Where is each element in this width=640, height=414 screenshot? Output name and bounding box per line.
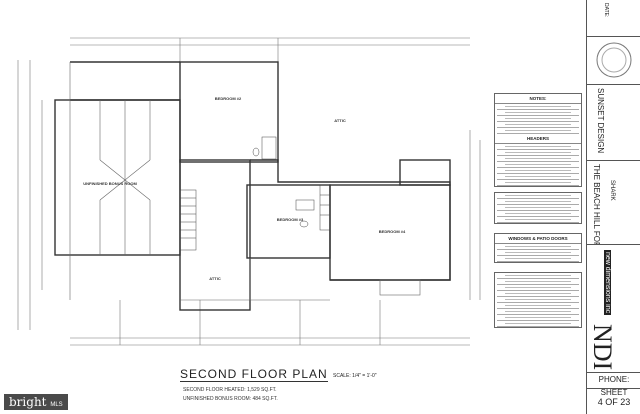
sheet-number: 4 OF 23 <box>597 396 631 407</box>
room-label-bonus-room: UNFINISHED BONUS ROOM <box>83 181 137 186</box>
roof-lines <box>69 62 421 301</box>
date-cell: DATE: <box>587 0 640 37</box>
architect-seal-icon <box>596 42 632 78</box>
company-logo: NDI <box>588 324 617 371</box>
notes-box: NOTES: HEADERS <box>494 93 582 187</box>
sheet-label: SHEET <box>600 388 628 397</box>
heated-area: SECOND FLOOR HEATED: 1,529 SQ.FT. <box>183 387 277 393</box>
insulation-box <box>494 272 582 328</box>
floor-plan-drawing: BEDROOM #2 BEDROOM #3 BEDROOM #4 UNFINIS… <box>17 37 481 346</box>
phone-cell: PHONE: <box>587 372 640 389</box>
watermark-logo: bright MLS <box>4 394 68 410</box>
windows-heading: WINDOWS & PATIO DOORS <box>495 234 581 244</box>
phone-label: PHONE: <box>598 375 630 384</box>
headers-heading: HEADERS <box>495 134 581 144</box>
dimension-lines <box>17 37 481 346</box>
project-cell: THE BEACH HILL FOR: SHARK <box>587 160 640 245</box>
room-label-bedroom-4: BEDROOM #4 <box>379 229 406 234</box>
designer-name: SUNSET DESIGN <box>596 88 605 154</box>
windows-box: WINDOWS & PATIO DOORS <box>494 233 582 263</box>
designer-cell: SUNSET DESIGN <box>587 84 640 161</box>
bathroom-fixtures <box>252 136 315 228</box>
date-label: DATE: <box>603 3 609 18</box>
seal-cell <box>587 36 640 85</box>
client-name: SHARK <box>609 180 615 201</box>
room-label-attic: ATTIC <box>334 118 346 123</box>
project-title: THE BEACH HILL FOR: <box>592 164 601 245</box>
sheet-cell: SHEET 4 OF 23 <box>587 388 640 414</box>
framing-notes-box <box>494 192 582 224</box>
company-cell: NDI new dimensions inc <box>587 244 640 373</box>
bonus-area: UNFINISHED BONUS ROOM: 484 SQ.FT. <box>183 396 278 402</box>
room-label-attic: ATTIC <box>209 276 221 281</box>
room-label-bedroom-2: BEDROOM #2 <box>215 96 242 101</box>
notes-heading: NOTES: <box>495 94 581 104</box>
watermark-brand: bright <box>9 395 47 409</box>
watermark-suffix: MLS <box>50 402 63 408</box>
drawing-title: SECOND FLOOR PLAN <box>180 367 328 382</box>
walls <box>54 61 451 311</box>
title-block: DATE: SUNSET DESIGN THE BEACH HILL FOR: … <box>586 0 640 414</box>
room-label-bedroom-3: BEDROOM #3 <box>277 217 304 222</box>
company-name: new dimensions inc <box>604 250 611 316</box>
stairs <box>179 184 331 251</box>
drawing-scale: SCALE: 1/4" = 1'-0" <box>333 373 377 379</box>
